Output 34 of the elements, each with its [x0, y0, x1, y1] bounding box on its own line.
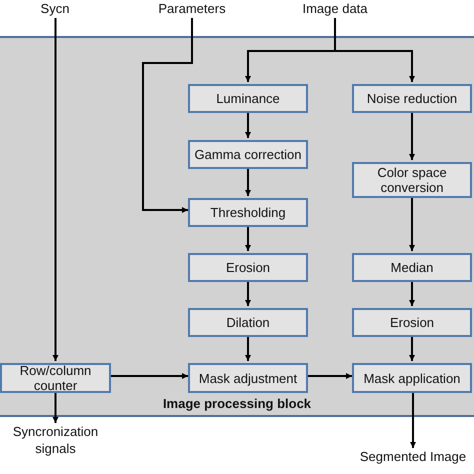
process-box: Erosion [352, 308, 472, 337]
arrow [245, 335, 251, 361]
process-box: Mask application [352, 363, 472, 393]
io-label: Syncronization signals [0, 423, 111, 459]
io-label: Sycn [25, 0, 85, 18]
process-box: Noise reduction [352, 84, 472, 113]
io-label: Segmented Image [352, 448, 474, 466]
process-box: Dilation [188, 308, 308, 337]
arrow [245, 225, 251, 251]
io-label: Image data [285, 0, 385, 18]
process-box: Mask adjustment [188, 363, 308, 393]
arrow [409, 280, 415, 306]
process-box: Gamma correction [188, 140, 308, 169]
process-box: Thresholding [188, 198, 308, 227]
arrow [410, 391, 416, 448]
io-label: Parameters [142, 0, 242, 18]
process-box: Erosion [188, 253, 308, 282]
arrow [142, 18, 193, 213]
arrow [409, 196, 415, 251]
arrow [409, 111, 415, 160]
process-box: Median [352, 253, 472, 282]
arrow [308, 373, 352, 379]
process-box: Luminance [188, 84, 308, 113]
arrow [409, 335, 415, 361]
block-title: Image processing block [162, 396, 312, 411]
processing-block-panel [0, 36, 474, 417]
arrow [52, 18, 58, 361]
process-box: Color space conversion [352, 162, 472, 198]
arrow [245, 167, 251, 196]
arrow [52, 391, 58, 423]
process-box: Row/column counter [0, 363, 111, 393]
arrow [245, 280, 251, 306]
arrow [245, 111, 251, 138]
arrow [111, 373, 188, 379]
